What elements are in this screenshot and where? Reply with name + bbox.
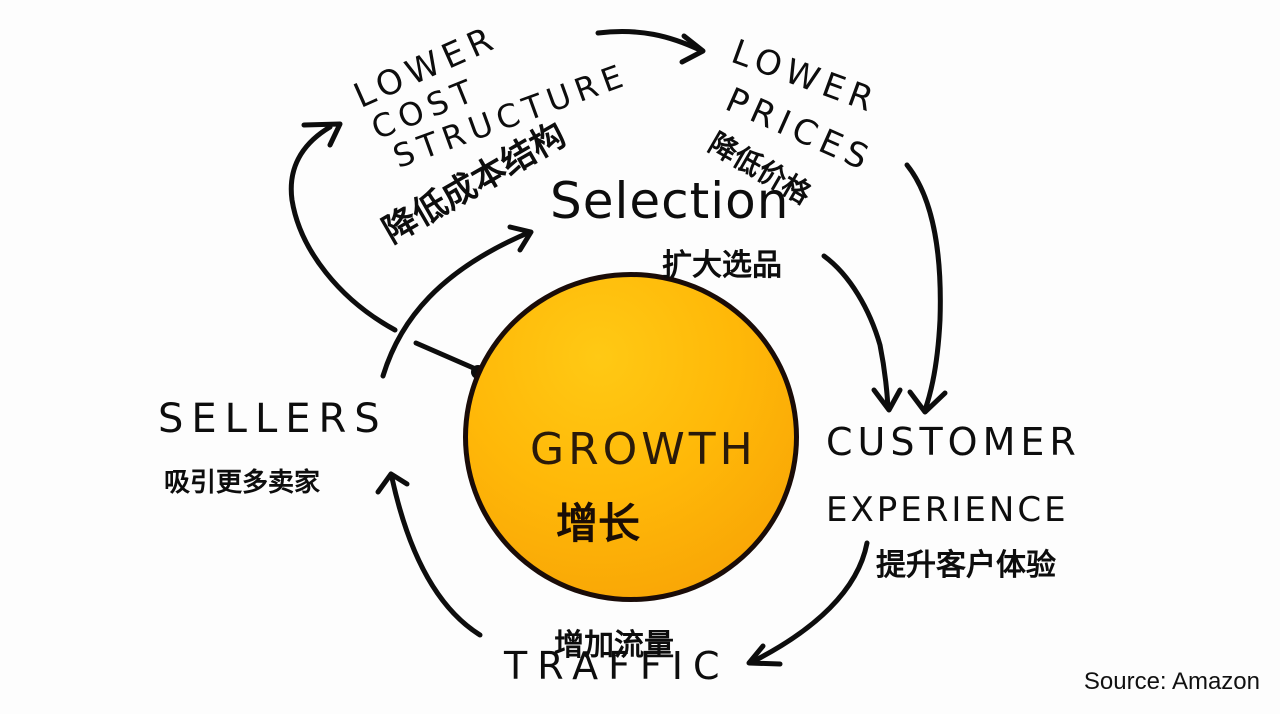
- arrowhead-prices-to-cx: [907, 389, 948, 415]
- arrowhead-traffic-to-sellers: [375, 471, 410, 495]
- node-selection-label: Selection: [550, 172, 790, 230]
- arrow-growth-to-cost: [288, 124, 398, 333]
- arrowhead-growth-to-cost: [301, 121, 343, 148]
- node-traffic-label-zh: 增加流量: [554, 628, 674, 663]
- arrow-selection-to-cx: [821, 253, 891, 411]
- node-sellers-label-zh: 吸引更多卖家: [164, 468, 321, 498]
- arrowhead-cost-to-prices: [679, 33, 706, 65]
- growth-label-zh: 增长: [556, 499, 641, 548]
- arrowhead-selection-to-cx: [871, 387, 903, 413]
- arrow-prices-to-cx: [904, 162, 943, 413]
- growth-circle: [463, 272, 799, 602]
- arrow-cx-to-traffic: [749, 540, 870, 665]
- node-cx-label-zh: 提升客户体验: [876, 548, 1056, 583]
- arrowhead-cx-to-traffic: [746, 643, 783, 667]
- arrow-cost-to-prices: [595, 29, 703, 53]
- growth-connector: [413, 340, 481, 373]
- arrow-traffic-to-sellers: [389, 475, 483, 638]
- node-sellers-label: SELLERS: [158, 396, 388, 442]
- source-caption: Source: Amazon: [1083, 668, 1260, 695]
- node-cx-label-line2: EXPERIENCE: [826, 490, 1069, 530]
- node-traffic-label: TRAFFIC: [504, 644, 730, 688]
- arrowhead-sellers-to-selection: [507, 224, 534, 253]
- growth-label: GROWTH: [530, 424, 757, 475]
- arrow-sellers-to-selection: [380, 229, 533, 379]
- node-selection-label-zh: 扩大选品: [662, 248, 782, 283]
- node-cx-label-line1: CUSTOMER: [826, 420, 1081, 464]
